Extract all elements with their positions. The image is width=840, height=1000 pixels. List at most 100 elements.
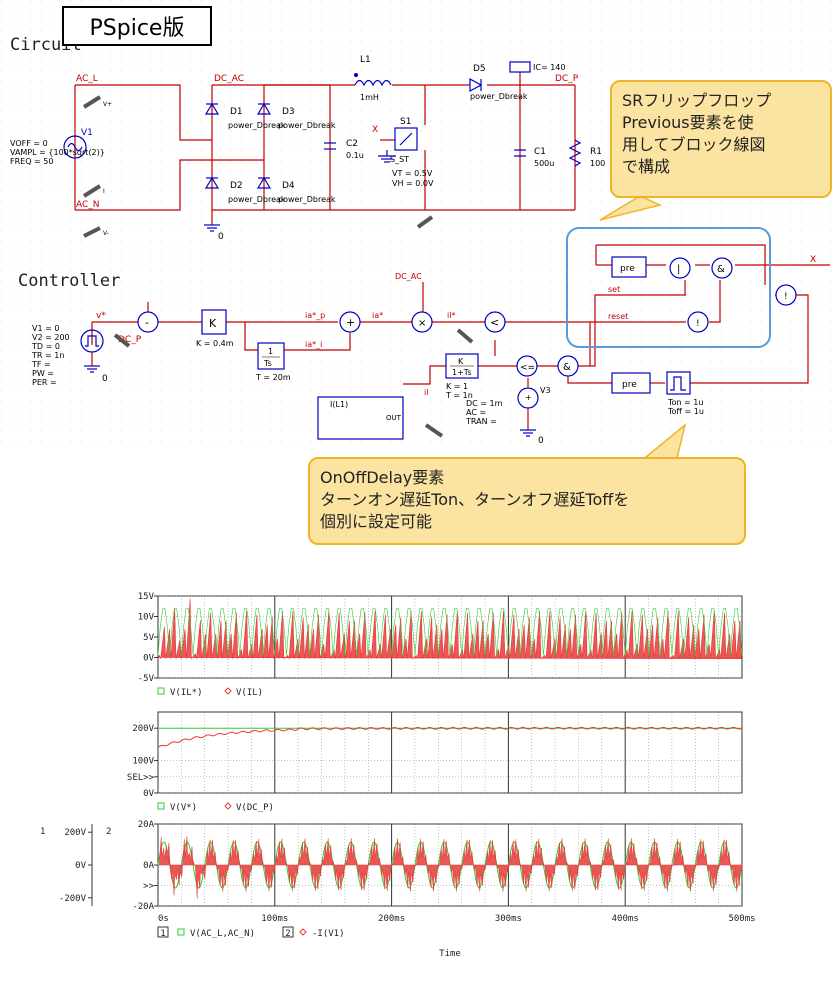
probe-vstar[interactable] xyxy=(113,333,131,348)
callout-sr-line-3: 用してブロック線図 xyxy=(622,135,766,154)
il-star-label: il* xyxy=(447,311,455,320)
x-tick-label: 100ms xyxy=(261,914,288,924)
legend-index-2-box xyxy=(282,926,294,938)
d2-model: power_Dbreak xyxy=(228,195,286,204)
x-tick-label: 300ms xyxy=(495,914,522,924)
v3-param-dc: DC = 1m xyxy=(466,399,503,408)
svg-text:pre: pre xyxy=(622,380,637,390)
legend-marker-il xyxy=(224,687,232,695)
svg-text:V3: V3 xyxy=(540,386,551,395)
and-gate-main: & xyxy=(557,355,579,377)
svg-text:K = 0.4m: K = 0.4m xyxy=(196,339,234,348)
svg-text:Ts: Ts xyxy=(263,359,272,368)
legend-vstar: V(V*) xyxy=(170,803,197,813)
plot3-ylabel: 0A xyxy=(143,861,154,871)
svg-text:0: 0 xyxy=(538,436,544,446)
svg-text:L1: L1 xyxy=(360,55,371,65)
plot3-ylabel: -20A xyxy=(132,902,154,912)
legend-marker-dcp xyxy=(224,802,232,810)
svg-text:!: ! xyxy=(784,292,788,302)
plot3-left-ylabel: -200V xyxy=(59,894,87,904)
probe-current[interactable]: I xyxy=(82,184,105,198)
plot1-ylabel: 10V xyxy=(138,613,155,623)
c2-label: C2 xyxy=(346,139,358,149)
v2-param-per: PER = xyxy=(32,378,57,387)
d5-label: D5 xyxy=(473,64,486,74)
plot3-left-ylabel: 0V xyxy=(75,861,86,871)
waveform-plots: 15V10V5V0V-5VV(IL*)V(IL)200V100VSEL>>0VV… xyxy=(40,592,756,959)
sum-junction-pi: + xyxy=(339,311,361,333)
x-tick-label: 200ms xyxy=(378,914,405,924)
not-gate-output: ! xyxy=(775,284,797,306)
callout-sr-line-1: SRフリップフロップ xyxy=(622,91,772,110)
svg-text:VH = 0.0V: VH = 0.0V xyxy=(392,179,434,188)
probe-il1[interactable] xyxy=(424,423,444,438)
series-il-star xyxy=(157,608,743,656)
probe-il-star[interactable] xyxy=(456,328,474,344)
svg-text:I: I xyxy=(103,188,105,195)
svg-text:S_ST: S_ST xyxy=(390,155,409,164)
svg-text:K: K xyxy=(458,357,464,366)
v2-param-td: TD = 0 xyxy=(31,342,60,351)
svg-text:Ton = 1u: Ton = 1u xyxy=(667,398,703,407)
il-label: il xyxy=(424,388,428,397)
c1-value: 500u xyxy=(534,159,554,168)
svg-text:K = 1: K = 1 xyxy=(446,382,468,391)
svg-text:-: - xyxy=(145,316,149,329)
svg-text:<=: <= xyxy=(520,363,535,373)
x-tick-label: 500ms xyxy=(728,914,755,924)
svg-text:1+Ts: 1+Ts xyxy=(452,368,472,377)
svg-text:<: < xyxy=(490,316,499,329)
v2-param-pw: PW = xyxy=(32,369,54,378)
d1-label: D1 xyxy=(230,107,243,117)
callout-onoff-line-1: OnOffDelay要素 xyxy=(320,468,445,487)
probe-v-plus[interactable]: V+ xyxy=(82,95,112,109)
svg-text:&: & xyxy=(563,362,571,373)
net-ac-l: AC_L xyxy=(76,74,98,84)
plot2-ylabel: 0V xyxy=(143,789,154,799)
onoff-delay-block: Ton = 1u Toff = 1u xyxy=(666,371,704,416)
d4-model: power_Dbreak xyxy=(278,195,336,204)
svg-text:VT = 0.5V: VT = 0.5V xyxy=(392,169,433,178)
v1-param-freq: FREQ = 50 xyxy=(10,157,53,166)
callout-onoff-line-2: ターンオン遅延Ton、ターンオフ遅延Toffを xyxy=(320,490,630,509)
d4-label: D4 xyxy=(282,181,295,191)
capacitor-c2 xyxy=(324,142,336,150)
d3-model: power_Dbreak xyxy=(278,121,336,130)
svg-text:+: + xyxy=(346,316,355,329)
page-title: PSpice版 xyxy=(62,6,212,46)
net-dc-ac: DC_AC xyxy=(214,74,244,84)
svg-text:pre: pre xyxy=(620,264,635,274)
plot3-axis2-label: 2 xyxy=(106,827,111,837)
probe-v-minus[interactable]: V- xyxy=(83,226,109,238)
svg-text:V-: V- xyxy=(103,230,109,237)
callout-sr-line-2: Previous要素を使 xyxy=(622,113,754,132)
previous-block-sr: pre xyxy=(611,256,647,278)
svg-text:T = 20m: T = 20m xyxy=(255,373,291,382)
svg-text:IC= 140: IC= 140 xyxy=(533,63,565,72)
probe-v-circuit-2[interactable] xyxy=(416,215,434,229)
and-gate-sr: & xyxy=(711,257,733,279)
svg-text:K: K xyxy=(209,317,217,330)
v2-param-tf: TF = xyxy=(31,360,51,369)
sr-flipflop-highlight xyxy=(566,227,771,348)
circuit-ground xyxy=(204,224,220,232)
x-axis-title: Time xyxy=(439,949,461,959)
legend-dc-p: V(DC_P) xyxy=(236,803,274,813)
v1-param-voff: VOFF = 0 xyxy=(10,139,48,148)
previous-block-delay: pre xyxy=(611,372,651,394)
not-gate-reset: ! xyxy=(687,311,709,333)
legend-il-star: V(IL*) xyxy=(170,688,203,698)
v3-param-ac: AC = xyxy=(466,408,486,417)
v2-param-tr: TR = 1n xyxy=(31,351,64,360)
plot3-axis1-label: 1 xyxy=(40,827,45,837)
legend-marker-il-star xyxy=(157,687,165,695)
controller-section-label: Controller xyxy=(18,271,120,291)
ground-label-ctrl-1: 0 xyxy=(102,374,108,384)
switch-s1: S1 S_ST VT = 0.5V VH = 0.0V xyxy=(378,117,434,188)
series-dc-p xyxy=(157,726,743,749)
diode-d5 xyxy=(469,77,483,93)
plot1-ylabel: -5V xyxy=(138,674,155,684)
pulse-source-vstar xyxy=(80,329,104,373)
